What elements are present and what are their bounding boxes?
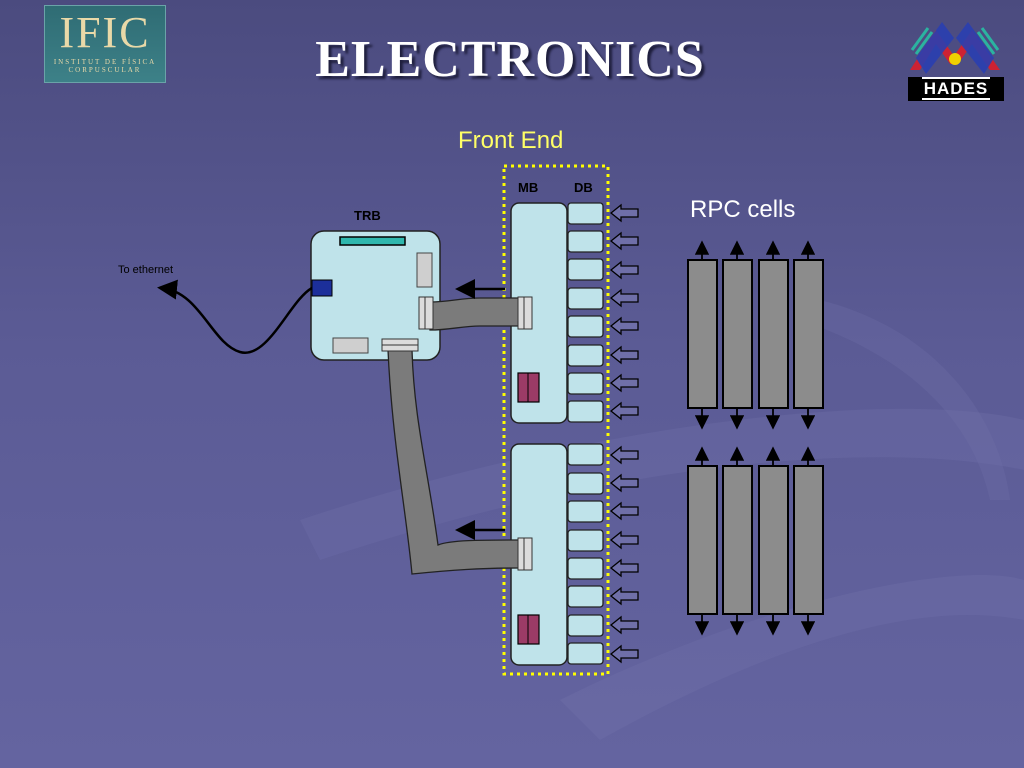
input-arrow <box>609 401 639 421</box>
page-title: ELECTRONICS <box>315 31 705 88</box>
daughterboard <box>567 500 604 523</box>
rpc-cells-bottom <box>687 465 824 615</box>
ethernet-port <box>311 279 333 297</box>
trb-board <box>310 230 441 361</box>
front-end-label: Front End <box>458 127 564 154</box>
rpc-cell <box>758 259 789 409</box>
rpc-cell <box>722 465 753 615</box>
input-arrow <box>609 473 639 493</box>
trb-chip <box>416 252 433 288</box>
rpc-cell <box>793 465 824 615</box>
front-end-frame <box>502 164 610 676</box>
daughterboard <box>567 614 604 637</box>
ific-logo-text: IFIC <box>59 8 151 57</box>
daughterboards-top <box>567 202 604 423</box>
trb-chip <box>332 337 369 354</box>
rpc-cell <box>687 465 718 615</box>
ific-logo-subtitle-2: CORPUSCULAR <box>68 66 142 74</box>
trb-teal-strip <box>339 236 406 246</box>
daughterboard <box>567 315 604 338</box>
cable-connector <box>418 296 434 330</box>
input-arrow <box>609 644 639 664</box>
ific-logo: IFIC INSTITUT DE FÍSICA CORPUSCULAR <box>44 5 166 83</box>
daughterboard <box>567 372 604 395</box>
rpc-cells-label: RPC cells <box>690 196 796 223</box>
hades-logo-text: HADES <box>908 77 1004 101</box>
input-arrow <box>609 231 639 251</box>
db-label: DB <box>574 180 593 195</box>
hades-logo-graphic <box>910 22 1000 74</box>
daughterboard <box>567 202 604 225</box>
daughterboard <box>567 400 604 423</box>
mb-label: MB <box>518 180 539 195</box>
rpc-cell <box>793 259 824 409</box>
daughterboard <box>567 529 604 552</box>
daughterboard <box>567 585 604 608</box>
input-arrow <box>609 615 639 635</box>
input-arrow <box>609 345 639 365</box>
input-arrow <box>609 373 639 393</box>
input-arrow <box>609 260 639 280</box>
input-arrow <box>609 558 639 578</box>
rpc-cells-top <box>687 259 824 409</box>
rpc-cell <box>722 259 753 409</box>
daughterboards-bottom <box>567 443 604 665</box>
daughterboard <box>567 642 604 665</box>
input-arrow <box>609 445 639 465</box>
input-arrow <box>609 203 639 223</box>
ethernet-wire <box>157 279 313 354</box>
cable-connector <box>517 296 533 330</box>
input-arrow <box>609 316 639 336</box>
input-arrow <box>609 530 639 550</box>
ethernet-label: To ethernet <box>118 264 174 276</box>
daughterboard <box>567 258 604 281</box>
daughterboard <box>567 557 604 580</box>
input-arrow <box>609 586 639 606</box>
rpc-cell <box>758 465 789 615</box>
cable-top <box>429 297 521 331</box>
ific-logo-subtitle-1: INSTITUT DE FÍSICA <box>53 58 157 66</box>
rpc-cell <box>687 259 718 409</box>
daughterboard <box>567 443 604 466</box>
trb-label: TRB <box>354 208 381 223</box>
cable-bottom <box>387 349 521 575</box>
cable-connector <box>517 537 533 571</box>
daughterboard <box>567 230 604 253</box>
input-arrows <box>609 203 639 664</box>
rpc-signal-arrows <box>694 240 816 636</box>
input-arrow <box>609 501 639 521</box>
daughterboard <box>567 472 604 495</box>
input-arrow <box>609 288 639 308</box>
daughterboard <box>567 344 604 367</box>
daughterboard <box>567 287 604 310</box>
